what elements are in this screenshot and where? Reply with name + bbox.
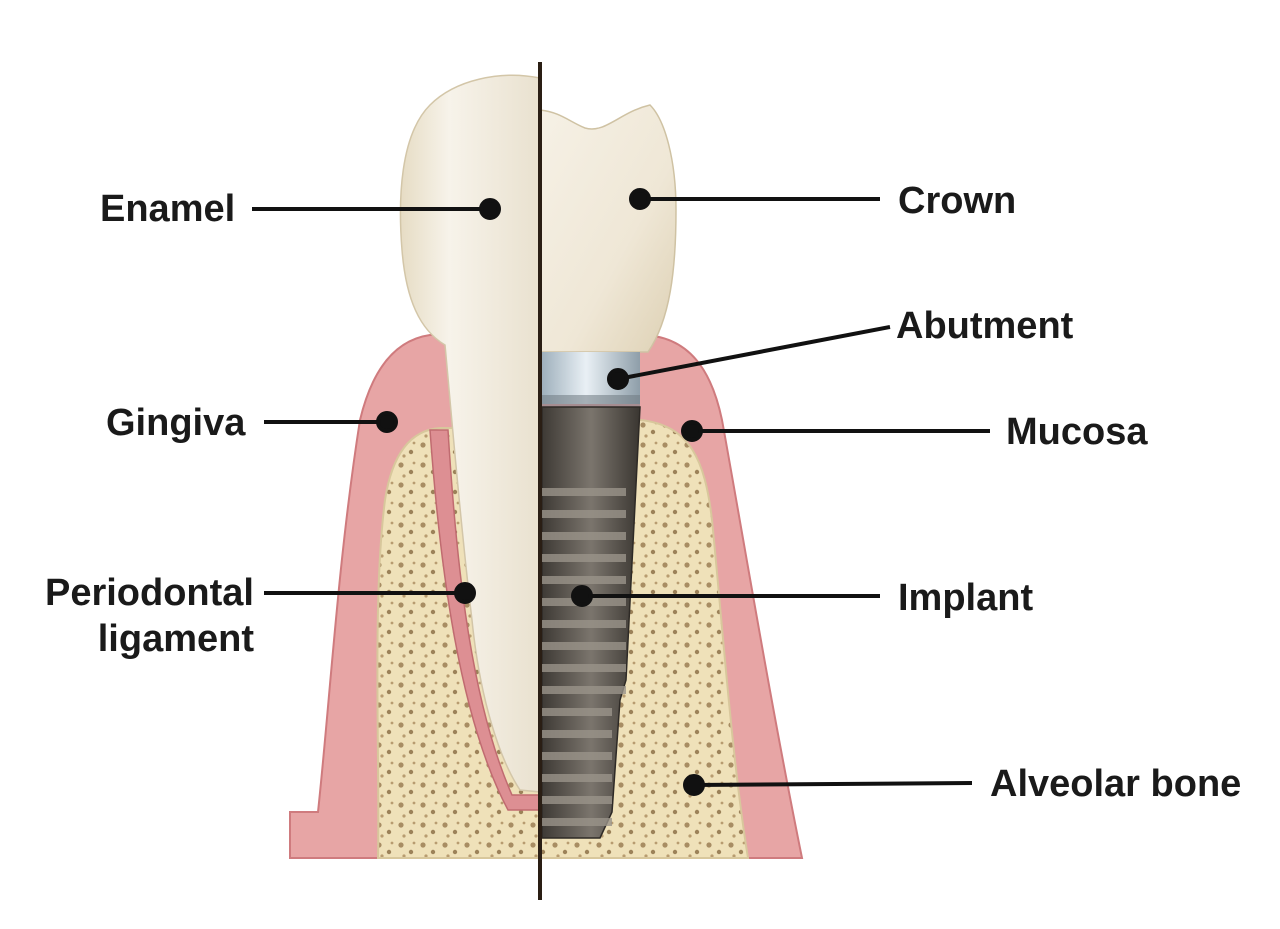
mucosa-dot: [681, 420, 703, 442]
label-implant: Implant: [898, 577, 1034, 619]
implant-thread: [542, 664, 626, 672]
implant-thread: [542, 554, 626, 562]
gingiva-dot: [376, 411, 398, 433]
implant-thread: [542, 510, 626, 518]
label-periodontal-line1: Periodontal: [44, 572, 254, 614]
label-gingiva: Gingiva: [106, 402, 246, 444]
crown-dot: [629, 188, 651, 210]
periodontal-dot: [454, 582, 476, 604]
implant-thread: [542, 730, 612, 738]
abutment-dot: [607, 368, 629, 390]
natural-tooth: [399, 74, 541, 793]
label-crown: Crown: [898, 180, 1017, 222]
implant-thread: [542, 752, 612, 760]
implant-thread: [542, 576, 626, 584]
alveolar-leader: [693, 781, 973, 787]
enamel-dot: [479, 198, 501, 220]
implant-thread: [542, 488, 626, 496]
implant-thread: [542, 620, 626, 628]
label-enamel: Enamel: [100, 188, 236, 230]
implant-thread: [542, 818, 612, 826]
implant-thread: [542, 532, 626, 540]
label-abutment: Abutment: [896, 305, 1074, 347]
label-mucosa: Mucosa: [1006, 411, 1148, 453]
label-periodontal-line2: ligament: [97, 618, 254, 660]
alveolar-dot: [683, 774, 705, 796]
implant-dot: [571, 585, 593, 607]
implant-thread: [542, 642, 626, 650]
implant-crown: [539, 104, 677, 353]
abutment-leader: [617, 325, 891, 381]
label-alveolar-bone: Alveolar bone: [990, 763, 1242, 805]
implant-thread: [542, 686, 626, 694]
implant-thread: [542, 774, 612, 782]
leader-lines: [252, 188, 990, 796]
label-periodontal: Periodontal ligament: [30, 570, 254, 662]
implant-thread: [542, 708, 612, 716]
implant-thread: [542, 796, 612, 804]
